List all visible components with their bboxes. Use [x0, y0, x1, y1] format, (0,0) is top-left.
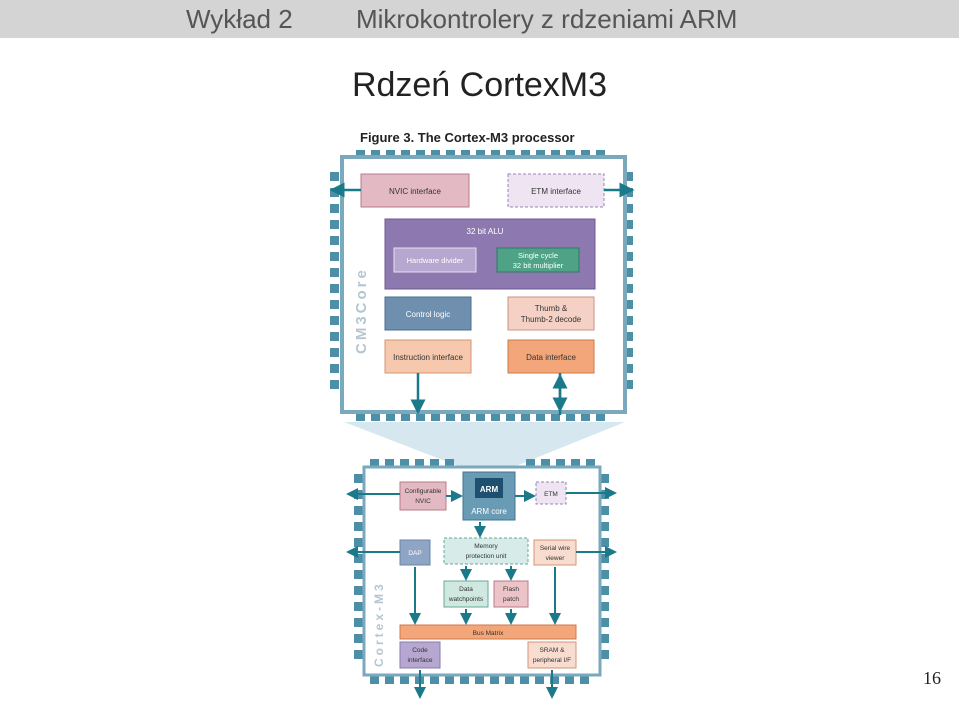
hardware-divider-label: Hardware divider: [407, 256, 464, 265]
processor-side-label: Cortex-M3: [372, 581, 386, 667]
thumb-decode-label-2: Thumb-2 decode: [521, 315, 582, 324]
swv-block: [533, 539, 577, 566]
mpu-block: [443, 537, 529, 565]
instruction-interface-label: Instruction interface: [393, 353, 463, 362]
swv-label-1: Serial wire: [540, 545, 571, 552]
arm-logo-icon: [475, 478, 503, 498]
data-watchpoints-label-2: watchpoints: [448, 596, 484, 603]
slide-title: Rdzeń CortexM3: [351, 66, 608, 104]
sram-interface-label-2: peripheral I/F: [533, 657, 571, 664]
arm-core-label: ARM core: [471, 507, 507, 516]
multiplier-label-1: Single cycle: [518, 251, 558, 260]
swv-label-2: viewer: [546, 555, 566, 562]
etm-interface-label: ETM interface: [531, 187, 581, 196]
processor-pins: [354, 459, 609, 684]
etm-interface-block: [507, 173, 605, 208]
sram-interface-block: [527, 641, 577, 669]
dap-block: [399, 539, 431, 566]
data-watchpoints-label-1: Data: [459, 586, 473, 593]
arm-logo-text: ARM: [480, 485, 499, 494]
cortex-m3-figure: Figure 3. The Cortex-M3 processor CM3Cor…: [329, 122, 640, 700]
data-watchpoints-block: [443, 580, 489, 608]
control-logic-label: Control logic: [406, 310, 450, 319]
configurable-nvic-block: [399, 481, 447, 511]
code-interface-block: [399, 641, 441, 669]
mpu-label-1: Memory: [474, 543, 498, 550]
nvic-interface-block: [360, 173, 470, 208]
bus-matrix-block: [399, 624, 577, 640]
code-interface-label-2: interface: [408, 657, 433, 664]
dap-label: DAP: [408, 550, 421, 557]
data-interface-block: [507, 339, 595, 374]
page-number: 16: [923, 668, 941, 688]
cortex-m3-diagram: Figure 3. The Cortex-M3 processor CM3Cor…: [329, 130, 635, 699]
thumb-decode-block: [507, 296, 595, 331]
configurable-nvic-label-2: NVIC: [415, 498, 431, 505]
core-side-label: CM3Core: [353, 267, 370, 354]
thumb-decode-label-1: Thumb &: [535, 304, 568, 313]
alu-label: 32 bit ALU: [467, 227, 504, 236]
control-logic-block: [384, 296, 472, 331]
mpu-label-2: protection unit: [466, 553, 507, 560]
flash-patch-label-2: patch: [503, 596, 519, 603]
course-title: Mikrokontrolery z rdzeniami ARM: [356, 4, 738, 34]
nvic-interface-label: NVIC interface: [389, 187, 442, 196]
flash-patch-label-1: Flash: [503, 586, 519, 593]
figure-caption: Figure 3. The Cortex-M3 processor: [360, 130, 575, 145]
data-interface-label: Data interface: [526, 353, 576, 362]
flash-patch-block: [493, 580, 529, 608]
multiplier-label-2: 32 bit multiplier: [513, 261, 564, 270]
hardware-divider-block: [393, 247, 477, 273]
processor-internal-arrows: [409, 490, 561, 699]
lecture-label: Wykład 2: [186, 4, 293, 34]
etm-label: ETM: [544, 491, 558, 498]
bus-matrix-label: Bus Matrix: [473, 630, 504, 637]
slide-header: Wykład 2 Mikrokontrolery z rdzeniami ARM: [0, 0, 959, 40]
multiplier-block: [496, 247, 580, 273]
configurable-nvic-label-1: Configurable: [405, 488, 442, 495]
sram-interface-label-1: SRAM &: [540, 647, 566, 654]
instruction-interface-block: [384, 339, 472, 374]
code-interface-label-1: Code: [412, 647, 428, 654]
zoom-funnel: [344, 422, 625, 466]
